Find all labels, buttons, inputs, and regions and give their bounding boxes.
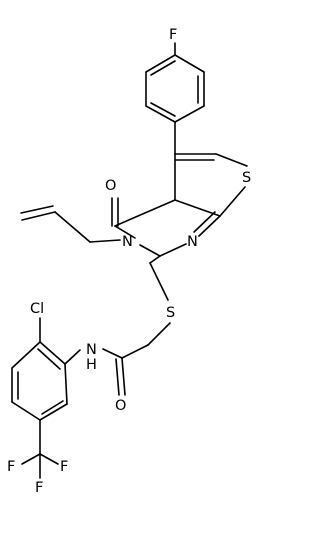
bond [64,363,68,405]
bond [145,105,176,123]
bond [150,60,176,76]
bond [121,357,126,396]
atom-label-fluorine: F [169,27,177,43]
atom-label-hydrogen-amide: H [86,357,97,373]
bond [114,225,136,239]
atom-label-fluorine-cf3-left: F [7,459,15,475]
atom-label-oxygen-keto: O [105,178,116,194]
bond [64,349,81,365]
bond [219,186,246,217]
atom-label-nitrogen-n1: N [187,234,198,250]
atom-label-sulfur-linker: S [166,305,175,321]
bonds [11,42,248,479]
bond [115,358,120,396]
atom-label-chlorine: Cl [30,301,44,317]
bond [37,348,61,370]
bond [215,153,248,167]
bond [21,211,56,221]
atom-label-oxygen-amide: O [115,398,126,414]
bond [159,243,187,257]
bond [198,215,221,237]
bond [139,244,161,257]
bond [102,348,123,359]
bond [114,199,176,227]
bond [174,105,205,123]
bond [39,341,66,365]
bond [21,453,41,465]
atom-label-sulfur-thiophene: S [242,170,251,186]
bond [89,239,121,243]
atom-label-fluorine-cf3-bottom: F [35,480,43,496]
bond [150,102,176,117]
bond [11,401,41,421]
bond [149,255,161,264]
atom-label-nitrogen-amide: N [86,342,97,358]
bond [11,341,41,369]
bond [145,54,176,73]
bond [149,262,169,301]
bond [174,54,205,73]
bond [193,211,216,233]
bond [39,403,68,421]
atom-label-fluorine-cf3-right: F [60,459,68,475]
bond [20,205,54,214]
bond [121,344,149,359]
bond [54,211,91,243]
molecule-drawing: F S O N N S Cl N H O F F F [7,27,252,496]
bond [39,453,59,465]
atom-labels: F S O N N S Cl N H O F F F [7,27,251,496]
atom-label-nitrogen-n3: N [122,234,133,250]
structure-canvas: F S O N N S Cl N H O F F F [7,27,252,496]
bond [147,322,171,346]
bond [41,400,64,415]
